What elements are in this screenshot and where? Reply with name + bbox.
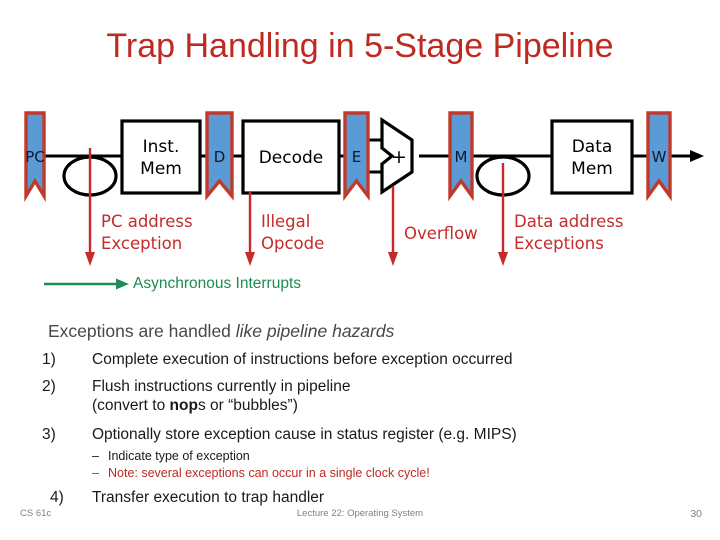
- register-label: D: [214, 148, 226, 166]
- register-label: PC: [25, 148, 45, 166]
- line2-suffix: s or “bubbles”): [197, 397, 298, 414]
- sub-list-item: – Indicate type of exception: [92, 448, 702, 465]
- list-item-number: 4): [50, 489, 64, 506]
- exception-label-line2: Exceptions: [514, 234, 604, 253]
- numbered-list: 1) Complete execution of instructions be…: [42, 350, 702, 509]
- stage-block-label2: Mem: [571, 159, 613, 179]
- sub-list-item-text: Note: several exceptions can occur in a …: [108, 466, 430, 480]
- exception-label-overflow: Overflow: [404, 224, 478, 243]
- list-item-text: Flush instructions currently in pipeline: [92, 378, 351, 395]
- pipeline-diagram: Inst. Mem Decode Data Mem +: [0, 108, 720, 273]
- list-item-text: Complete execution of instructions befor…: [92, 351, 513, 368]
- exception-label-line1: Data address: [514, 212, 623, 231]
- register-label: M: [455, 148, 468, 166]
- stage-block-label: Data: [572, 137, 613, 157]
- list-item-number: 1): [42, 351, 56, 368]
- sub-list: – Indicate type of exception – Note: sev…: [42, 448, 702, 482]
- register-label: W: [652, 148, 667, 166]
- stage-block-label: Decode: [259, 148, 324, 168]
- alu-adder: +: [380, 117, 414, 195]
- pipeline-register-e: E: [343, 111, 370, 202]
- slide-footer: CS 61c Lecture 22: Operating System 30: [0, 508, 720, 528]
- list-item-number: 3): [42, 426, 56, 443]
- exception-label-line1: Illegal: [261, 212, 310, 231]
- lead-statement: Exceptions are handled like pipeline haz…: [48, 320, 688, 342]
- footer-course: CS 61c: [20, 508, 52, 519]
- list-item-number: 2): [42, 378, 56, 395]
- exception-arrow-overflow: [388, 186, 398, 266]
- exception-arrow-pc-address: [85, 148, 95, 266]
- list-item: 1) Complete execution of instructions be…: [42, 350, 702, 369]
- stage-block-label2: Mem: [140, 159, 182, 179]
- stage-block-label: Inst.: [143, 137, 180, 157]
- pipeline-register-m: M: [448, 111, 474, 202]
- sub-list-item: – Note: several exceptions can occur in …: [92, 465, 702, 482]
- pipeline-register-w: W: [646, 111, 672, 202]
- exception-label-line1: PC address: [101, 212, 193, 231]
- exception-label-line1: Overflow: [404, 224, 478, 243]
- line2-prefix: (convert to: [92, 397, 170, 414]
- async-interrupts-label: Asynchronous Interrupts: [133, 275, 302, 292]
- exception-label-illegal-opcode: Illegal Opcode: [261, 212, 324, 253]
- exception-arrows: [85, 148, 508, 266]
- exception-label-line2: Exception: [101, 234, 182, 253]
- exception-label-pc-address: PC address Exception: [101, 212, 193, 253]
- dash-bullet-icon: –: [92, 466, 99, 480]
- list-item-text-line2: (convert to nops or “bubbles”): [92, 396, 702, 415]
- exception-arrow-data-address: [498, 163, 508, 266]
- register-label: E: [352, 148, 361, 166]
- lead-prefix: Exceptions are handled: [48, 321, 236, 341]
- alu-label: +: [391, 146, 407, 168]
- page-title: Trap Handling in 5-Stage Pipeline: [106, 27, 614, 65]
- pipeline-register-d: D: [205, 111, 234, 201]
- async-interrupt-arrow: [44, 278, 129, 290]
- async-interrupts-row: [0, 268, 720, 300]
- lead-italic: like pipeline hazards: [235, 321, 395, 341]
- pipeline-register-pc: PC: [24, 111, 46, 203]
- writeback-output-arrow: [668, 150, 704, 162]
- list-item-text: Transfer execution to trap handler: [92, 489, 325, 506]
- list-item: 3) Optionally store exception cause in s…: [42, 425, 702, 444]
- footer-slide-number: 30: [690, 508, 702, 520]
- list-item-text: Optionally store exception cause in stat…: [92, 426, 517, 443]
- line2-bold: nop: [169, 397, 198, 414]
- list-item: 2) Flush instructions currently in pipel…: [42, 377, 702, 415]
- exception-label-line2: Opcode: [261, 234, 324, 253]
- stage-block-inst-mem: Inst. Mem: [120, 119, 202, 195]
- exception-label-data-address: Data address Exceptions: [514, 212, 623, 253]
- exception-arrow-illegal-opcode: [245, 192, 255, 266]
- stage-block-data-mem: Data Mem: [550, 119, 634, 195]
- list-item: 4) Transfer execution to trap handler: [42, 488, 702, 507]
- dash-bullet-icon: –: [92, 449, 99, 463]
- footer-lecture-title: Lecture 22: Operating System: [296, 508, 424, 519]
- stage-block-decode: Decode: [241, 119, 341, 195]
- sub-list-item-text: Indicate type of exception: [108, 449, 250, 463]
